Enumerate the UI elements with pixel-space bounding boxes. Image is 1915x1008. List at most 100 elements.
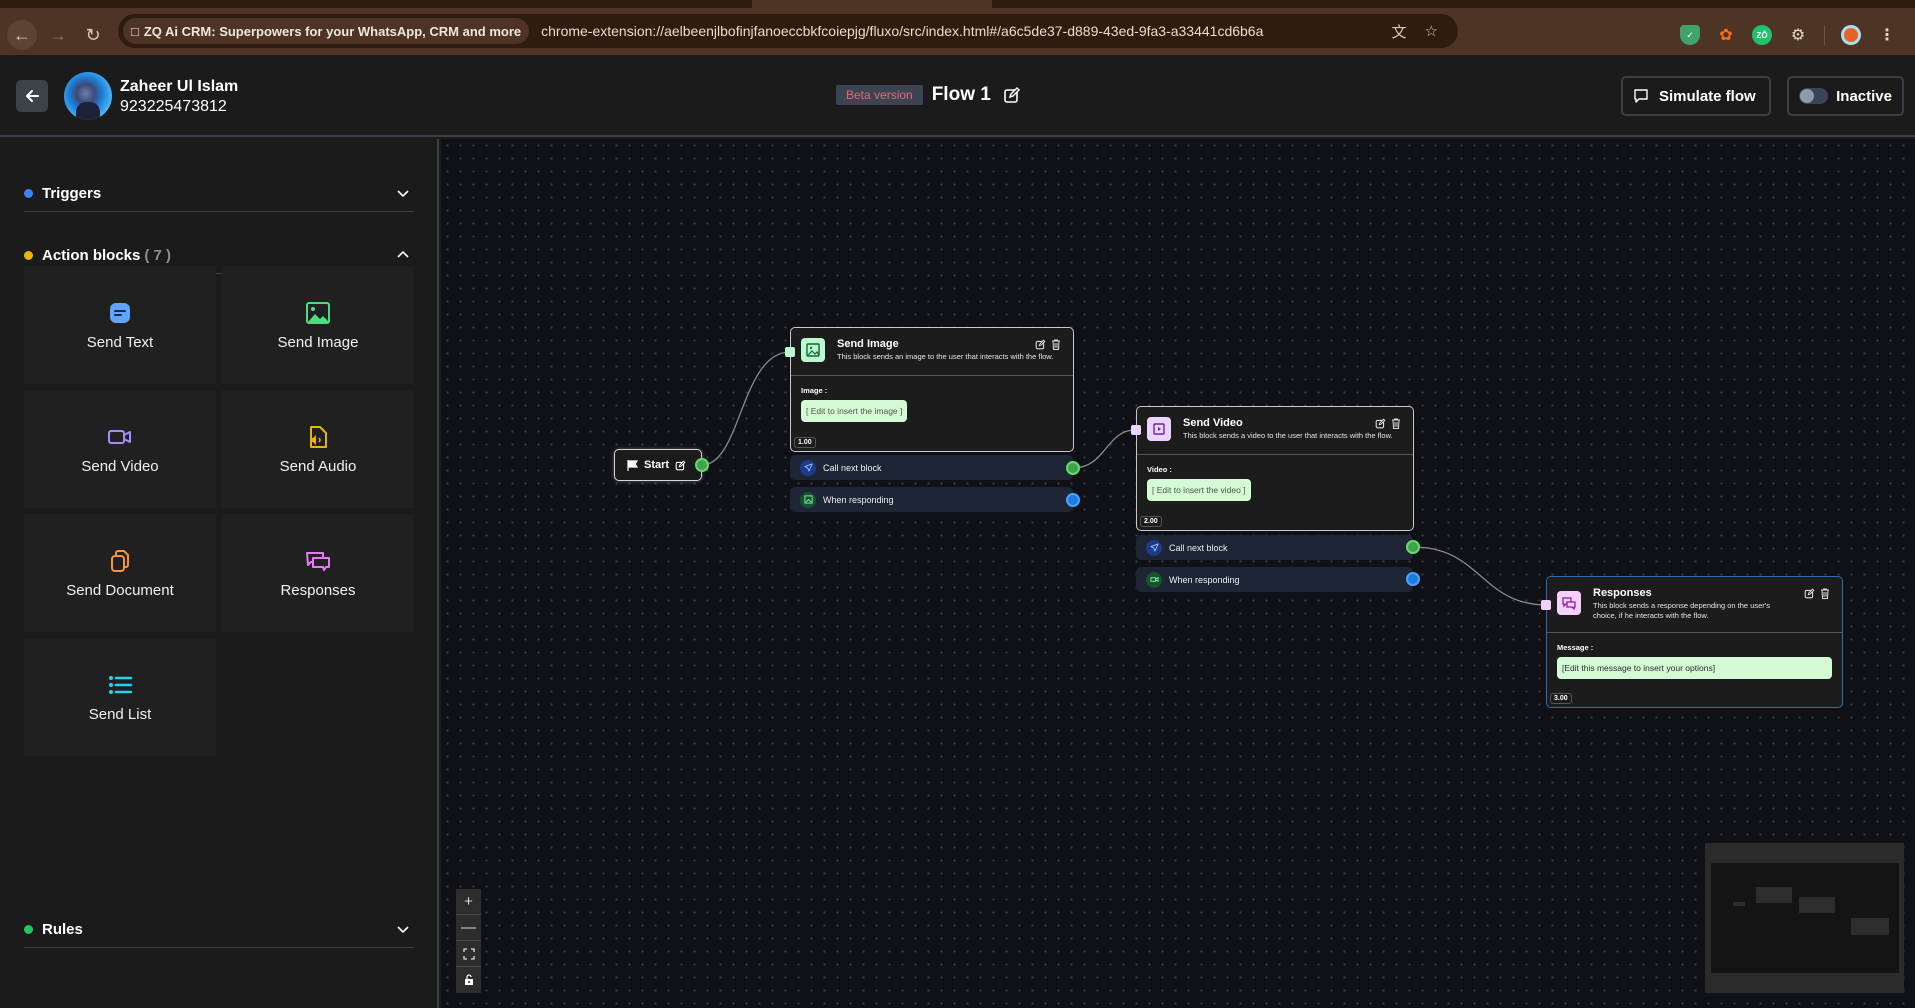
user-phone: 923225473812 [120, 98, 227, 115]
beta-badge: Beta version [836, 85, 923, 105]
section-action-blocks[interactable]: Action blocks ( 7 ) [24, 238, 414, 274]
profile-avatar[interactable] [1841, 25, 1861, 45]
node-description: This block sends an image to the user th… [837, 352, 1054, 361]
message-square-icon [110, 302, 130, 323]
image-icon [800, 491, 816, 508]
simulate-flow-button[interactable]: Simulate flow [1621, 76, 1771, 116]
zoom-out-button[interactable]: — [456, 915, 481, 941]
chevron-up-icon[interactable] [396, 248, 410, 262]
start-label: Start [644, 459, 670, 471]
responses-input-handle[interactable] [1541, 600, 1551, 610]
browser-reload-button[interactable]: ↻ [78, 20, 108, 50]
block-send-text[interactable]: Send Text [24, 266, 216, 384]
flow-canvas[interactable]: Start Send Image This block sends an ima… [441, 139, 1915, 1008]
node-responses[interactable]: Responses This block sends a response de… [1546, 576, 1843, 708]
video-icon [108, 429, 131, 444]
flag-icon [627, 459, 638, 471]
send-video-input-handle[interactable] [1131, 425, 1141, 435]
trash-icon[interactable] [1391, 418, 1401, 429]
start-node[interactable]: Start [614, 449, 702, 481]
url-text[interactable]: chrome-extension://aelbeenjlbofinjfanoec… [541, 23, 1264, 39]
browser-back-button[interactable]: ← [7, 20, 37, 50]
block-send-video[interactable]: Send Video [24, 390, 216, 508]
adguard-icon[interactable]: ✓ [1680, 25, 1700, 45]
active-toggle[interactable] [1799, 88, 1829, 104]
edit-icon[interactable] [1804, 588, 1815, 599]
section-count: ( 7 ) [144, 247, 172, 264]
block-send-document[interactable]: Send Document [24, 514, 216, 632]
minimap[interactable] [1705, 843, 1904, 993]
edit-icon[interactable] [1035, 339, 1046, 350]
node-send-image[interactable]: Send Image This block sends an image to … [790, 327, 1074, 452]
block-label: Send Audio [279, 457, 357, 475]
section-rules[interactable]: Rules [24, 912, 414, 948]
site-info-chip[interactable]: □ ZQ Ai CRM: Superpowers for your WhatsA… [123, 18, 530, 44]
send-image-output-when-responding: When responding [790, 487, 1073, 512]
active-tab[interactable] [752, 0, 992, 10]
block-send-audio[interactable]: Send Audio [222, 390, 414, 508]
minimap-node [1851, 918, 1889, 935]
chevron-down-icon[interactable] [396, 186, 410, 200]
node-title: Send Video [1183, 417, 1243, 429]
message-field-value[interactable]: [Edit this message to insert your option… [1557, 657, 1832, 679]
block-label: Send Text [86, 333, 154, 351]
image-field-value[interactable]: [ Edit to insert the image ] [801, 400, 908, 422]
edit-icon[interactable] [1375, 418, 1386, 429]
send-video-output-call-next: Call next block [1136, 535, 1413, 560]
trash-icon[interactable] [1051, 339, 1061, 350]
block-send-list[interactable]: Send List [24, 638, 216, 756]
edit-icon[interactable] [675, 460, 686, 471]
list-icon [109, 675, 133, 694]
edge-video-to-responses [1412, 546, 1548, 606]
zoom-in-button[interactable]: + [456, 889, 481, 915]
simulate-flow-label: Simulate flow [1659, 87, 1756, 105]
actions-dot [24, 251, 33, 260]
audio-file-icon [310, 425, 327, 448]
canvas-controls: + — [456, 889, 481, 993]
edit-icon[interactable] [1003, 86, 1021, 104]
section-label: Action blocks [42, 247, 141, 264]
menu-kebab-icon[interactable]: ⋮ [1879, 27, 1895, 44]
chat-bubble-icon [1634, 89, 1648, 103]
send-video-call-next-handle[interactable] [1406, 540, 1420, 554]
section-triggers[interactable]: Triggers [24, 176, 414, 212]
flame-extension-icon[interactable]: ✿ [1719, 27, 1733, 44]
block-responses[interactable]: Responses [222, 514, 414, 632]
fit-view-button[interactable] [456, 941, 481, 967]
back-button[interactable] [16, 80, 48, 112]
send-image-when-responding-handle[interactable] [1066, 493, 1080, 507]
browser-forward-button[interactable]: → [43, 20, 73, 50]
bookmark-star-icon[interactable]: ☆ [1424, 23, 1438, 40]
start-output-handle[interactable] [695, 458, 709, 472]
toggle-lock-button[interactable] [456, 967, 481, 993]
block-label: Send Document [66, 581, 174, 599]
triggers-dot [24, 189, 33, 198]
block-send-image[interactable]: Send Image [222, 266, 414, 384]
extensions-puzzle-icon[interactable]: ⚙ [1790, 27, 1806, 44]
status-label: Inactive [1836, 87, 1892, 105]
browser-toolbar: ← → ↻ □ ZQ Ai CRM: Superpowers for your … [0, 8, 1915, 55]
arrow-left-icon: ← [13, 24, 31, 45]
send-video-when-responding-handle[interactable] [1406, 572, 1420, 586]
trash-icon[interactable] [1820, 588, 1830, 599]
chevron-down-icon[interactable] [396, 922, 410, 936]
status-toggle-button[interactable]: Inactive [1787, 76, 1904, 116]
reload-icon: ↻ [85, 24, 101, 45]
zo-extension-icon[interactable]: ZÔ [1752, 25, 1772, 45]
address-bar[interactable]: □ ZQ Ai CRM: Superpowers for your WhatsA… [118, 14, 1458, 48]
send-video-output-when-responding: When responding [1136, 567, 1413, 592]
unlock-icon [464, 974, 473, 985]
output-label: When responding [823, 494, 894, 505]
send-image-input-handle[interactable] [785, 347, 795, 357]
video-field-value[interactable]: [ Edit to insert the video ] [1147, 479, 1251, 501]
send-icon [800, 459, 816, 476]
video-icon [1147, 417, 1171, 441]
translate-icon[interactable]: 文 [1391, 23, 1407, 41]
send-image-call-next-handle[interactable] [1066, 461, 1080, 475]
node-description: This block sends a video to the user tha… [1183, 431, 1393, 440]
chat-bubbles-icon [306, 551, 330, 571]
output-label: Call next block [1169, 542, 1228, 553]
node-send-video[interactable]: Send Video This block sends a video to t… [1136, 406, 1414, 531]
minimap-node [1733, 902, 1745, 906]
block-label: Send Image [277, 333, 359, 351]
